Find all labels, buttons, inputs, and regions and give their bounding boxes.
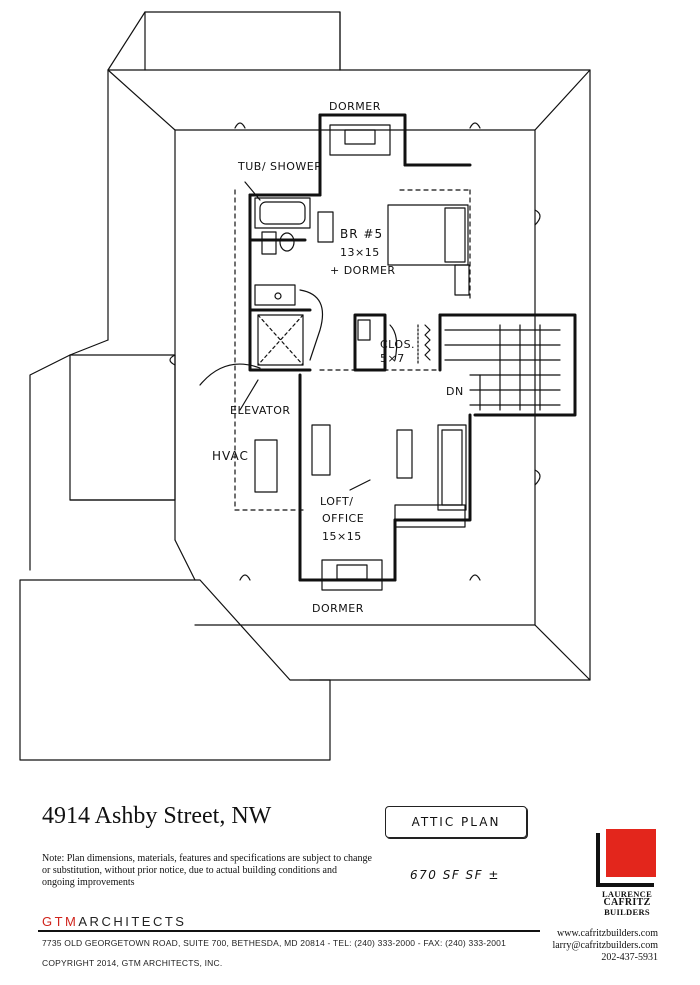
closet (357, 319, 431, 366)
bed (387, 204, 470, 296)
builder-line1: LAURENCE (601, 889, 653, 899)
architect-prefix: GTM (42, 914, 79, 929)
label-loft: LOFT/ (320, 495, 353, 508)
hvac-unit (254, 439, 278, 493)
architect-address: 7735 OLD GEORGETOWN ROAD, SUITE 700, BET… (42, 938, 507, 948)
loft-furniture (311, 424, 467, 528)
label-tub: TUB/ SHOWER (237, 160, 322, 173)
copyright: COPYRIGHT 2014, GTM ARCHITECTS, INC. (42, 958, 223, 968)
builder-line2: CAFRITZ (603, 897, 651, 908)
label-down: DN (446, 385, 464, 398)
plan-disclaimer-note: Note: Plan dimensions, materials, featur… (42, 853, 372, 888)
wall-squiggle (239, 574, 251, 581)
elevator-shaft (257, 314, 304, 366)
builder-logo-mark (596, 829, 656, 887)
label-loft-size: 15×15 (322, 530, 362, 543)
elevator-door-swing (199, 363, 261, 386)
label-closet: CLOS. (380, 338, 415, 351)
tub (254, 197, 311, 229)
label-office: OFFICE (322, 512, 364, 525)
roof-outline (19, 11, 591, 761)
builder-line3: BUILDERS (604, 907, 650, 917)
stairs (444, 324, 561, 411)
label-elevator: ELEVATOR (230, 404, 291, 417)
builder-logo: LAURENCE CAFRITZ BUILDERS (596, 829, 658, 919)
bath-fixtures (254, 231, 296, 306)
builder-website[interactable]: www.cafritzbuilders.com (557, 928, 658, 939)
label-bedroom-size: 13×15 (340, 246, 380, 259)
wall-squiggle (534, 209, 541, 226)
closet-door-swing (389, 324, 398, 361)
title-rule (38, 930, 540, 932)
leader-line (244, 181, 261, 201)
label-dormer-bottom: DORMER (312, 602, 364, 615)
bedroom-dresser (317, 211, 334, 243)
interior-walls (248, 113, 577, 582)
wall-squiggle (234, 122, 246, 129)
builder-phone: 202-437-5931 (601, 952, 658, 963)
square-footage: 670 SF SF ± (410, 868, 500, 882)
dormer-top-window (329, 124, 391, 156)
architect-suffix: ARCHITECTS (78, 914, 187, 929)
label-hvac: HVAC (212, 449, 249, 463)
wall-squiggle (534, 469, 541, 486)
property-address: 4914 Ashby Street, NW (42, 803, 272, 829)
leader-line (239, 379, 259, 411)
builder-contact: www.cafritzbuilders.com larry@cafritzbui… (552, 928, 658, 964)
label-dormer-top: DORMER (329, 100, 381, 113)
builder-email[interactable]: larry@cafritzbuilders.com (552, 940, 658, 951)
architect-name: GTMARCHITECTS (42, 914, 186, 929)
door-swing (299, 289, 324, 361)
wall-squiggle (469, 122, 481, 129)
wall-squiggle (169, 354, 176, 366)
label-closet-size: 5×7 (380, 352, 405, 365)
wall-squiggle (469, 574, 481, 581)
attic-floor-plan-sketch: DORMER TUB/ SHOWER BR #5 13×15 + DORMER … (19, 11, 591, 761)
plan-title: ATTIC PLAN (385, 806, 527, 838)
label-bedroom-note: + DORMER (330, 264, 396, 277)
label-bedroom: BR #5 (340, 227, 383, 241)
leader-line (349, 479, 371, 491)
dormer-bottom-window (321, 559, 383, 591)
